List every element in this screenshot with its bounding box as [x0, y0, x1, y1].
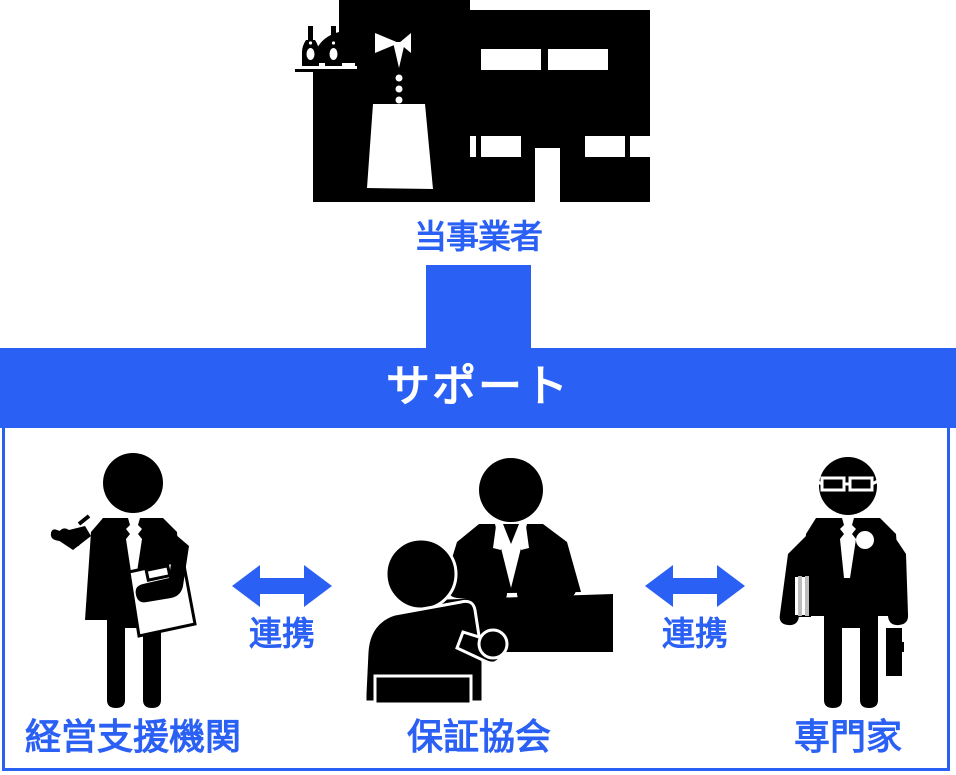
double-headed-arrow-icon [645, 565, 745, 607]
link-group-right: 連携 [630, 561, 760, 650]
actor-label-credit-guarantee-association: 保証協会 [406, 717, 551, 758]
actor-label-expert: 専門家 [793, 717, 902, 758]
actor-expert: 専門家 [735, 450, 956, 756]
actor-management-support-organization: 経営支援機関 [13, 450, 253, 756]
link-label-left: 連携 [249, 614, 315, 653]
double-headed-arrow-icon [232, 565, 332, 607]
support-actors-panel: 経営支援機関 連携 [2, 428, 950, 771]
actor-credit-guarantee-association: 保証協会 [345, 444, 613, 756]
support-band: サポート [0, 348, 956, 428]
connector-bar [426, 265, 531, 350]
shop-storefront-with-waiter-icon [295, 0, 670, 218]
actor-label-management-support-organization: 経営支援機関 [24, 717, 241, 758]
businessperson-with-clipboard-icon [13, 450, 253, 714]
support-band-label: サポート [386, 361, 570, 412]
consultation-desk-two-people-icon [345, 444, 613, 708]
top-entity-connector-label: 当事業者 [414, 219, 543, 255]
expert-with-glasses-books-briefcase-icon [735, 450, 956, 714]
link-label-right: 連携 [662, 614, 728, 653]
link-group-left: 連携 [217, 561, 347, 650]
